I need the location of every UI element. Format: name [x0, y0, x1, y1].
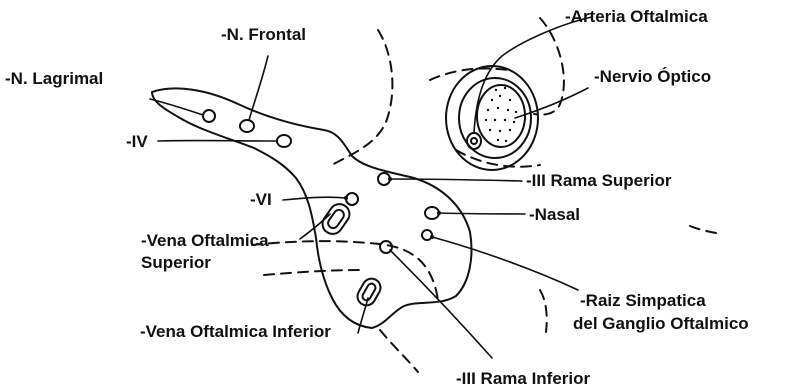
- vi-nerve: [346, 193, 358, 205]
- label-raiz-simpatica-line2: del Ganglio Oftalmico: [573, 314, 749, 333]
- n-lagrimal-vessel: [203, 110, 215, 122]
- vena-oftalmica-inferior-vessel: [354, 275, 384, 308]
- label-nasal: -Nasal: [529, 205, 580, 224]
- nasal-nerve: [425, 207, 439, 219]
- label-iii-rama-superior: -III Rama Superior: [526, 171, 672, 190]
- raiz-simpatica-nerve: [422, 230, 432, 240]
- label-arteria-oftalmica: -Arteria Oftalmica: [565, 7, 708, 26]
- label-iii-rama-inferior: -III Rama Inferior: [456, 369, 591, 388]
- iv-nerve: [277, 135, 291, 147]
- optic-nerve-dots: [485, 87, 517, 142]
- label-n-lagrimal: -N. Lagrimal: [5, 69, 103, 88]
- n-frontal-vessel: [240, 120, 254, 132]
- label-raiz-simpatica-line1: -Raiz Simpatica: [580, 291, 706, 310]
- label-nervio-optico: -Nervio Óptico: [594, 67, 711, 86]
- label-vena-oftalmica-superior-line2: Superior: [141, 253, 211, 272]
- arteria-oftalmica-vessel: [467, 133, 481, 149]
- label-n-frontal: -N. Frontal: [221, 25, 306, 44]
- annulus-outline: [152, 88, 471, 328]
- optic-nerve-sheath: [446, 66, 538, 170]
- label-vena-oftalmica-inferior: -Vena Oftalmica Inferior: [140, 322, 331, 341]
- label-vena-oftalmica-superior-line1: -Vena Oftalmica: [141, 231, 269, 250]
- label-vi: -VI: [250, 190, 272, 209]
- label-iv: -IV: [126, 132, 148, 151]
